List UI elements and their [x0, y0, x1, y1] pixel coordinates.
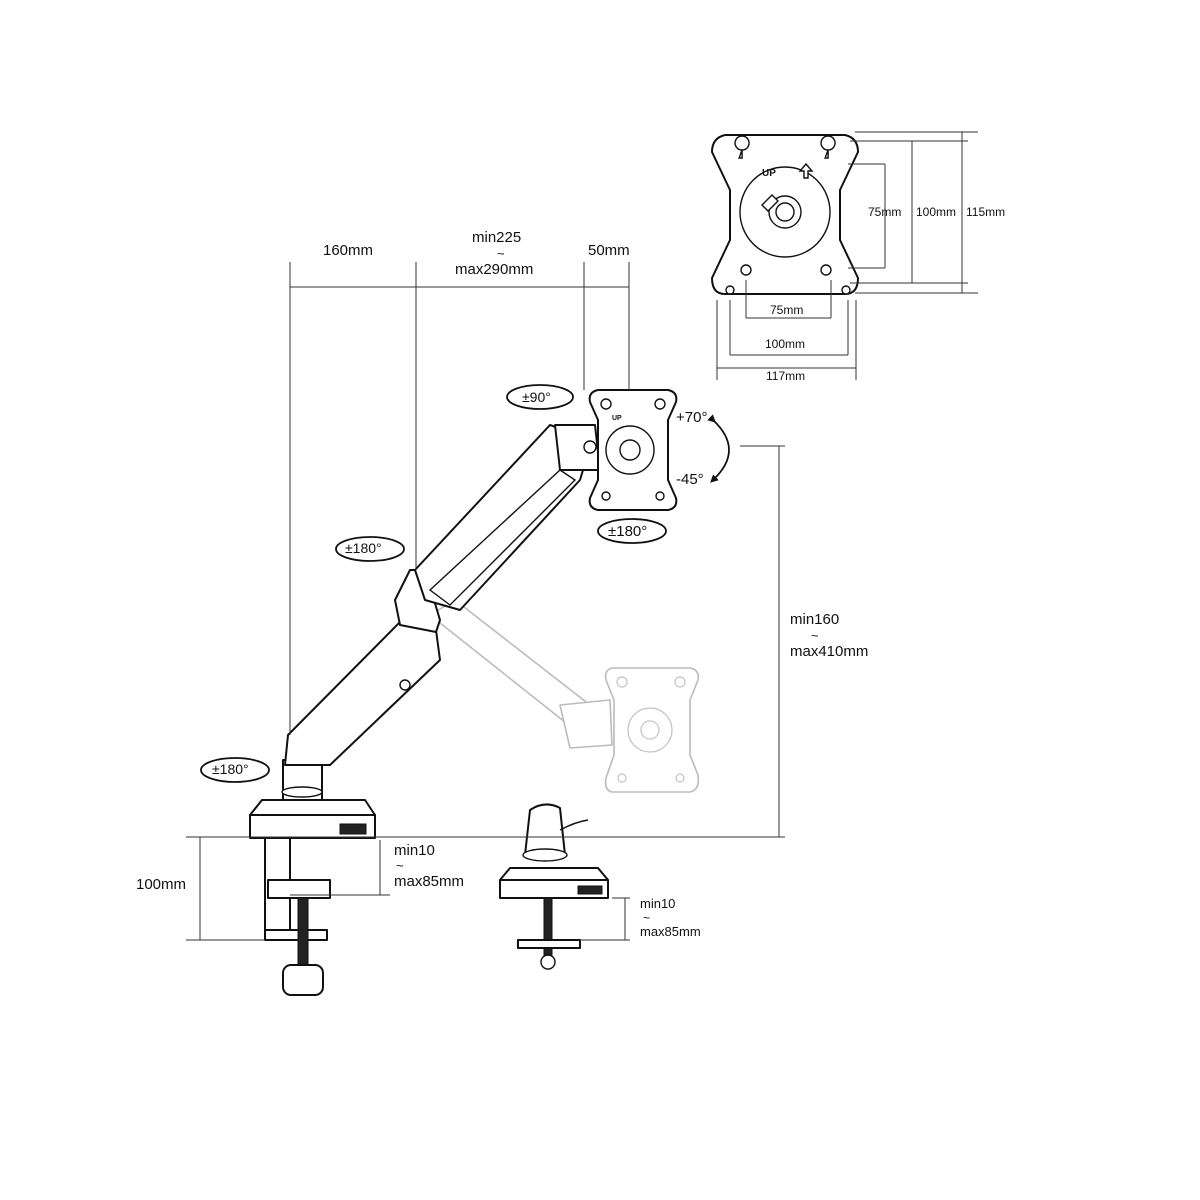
vesa-keyhole-icons	[725, 135, 851, 295]
grommet-mount	[499, 803, 609, 970]
swivel-base-label: ±180°	[212, 761, 249, 777]
monitor-arm	[249, 424, 601, 996]
grommet-min-label: min10	[640, 896, 675, 911]
clamp-min-label: min10	[394, 842, 435, 859]
tilt-arrow-icon	[707, 414, 730, 483]
swivel-elbow-arrow-icon	[335, 536, 405, 562]
rotate-arrow-icon	[506, 384, 574, 410]
height-max-label: max410mm	[790, 643, 868, 660]
clamp-height-label: 100mm	[136, 876, 186, 893]
arm-offset-label: 160mm	[323, 242, 373, 259]
up-arrow-icon	[798, 162, 814, 179]
plate-up-label: UP	[612, 415, 622, 422]
arm-lowered-ghost	[429, 599, 700, 793]
dimension-lines	[186, 262, 785, 941]
head-offset-label: 50mm	[588, 242, 630, 259]
swivel-head-arrow-icon	[597, 518, 667, 544]
monitor-plate: UP	[588, 389, 678, 511]
vesa-height-100: 100mm	[916, 205, 956, 219]
swivel-head-label: ±180°	[608, 523, 647, 540]
height-tilde: ~	[811, 628, 819, 643]
vesa-plate-detail: UP 75mm 100mm 117mm 75mm 100mm 115mm	[711, 131, 1005, 383]
labels: 160mm min225 ~ max290mm 50mm min160 ~ ma…	[136, 229, 868, 939]
swivel-base-arrow-icon	[200, 757, 270, 783]
grommet-tilde: ~	[643, 911, 650, 925]
tilt-up-label: +70°	[676, 409, 707, 426]
vesa-height-75: 75mm	[868, 205, 901, 219]
vesa-height-115: 115mm	[966, 205, 1005, 219]
vesa-width-75: 75mm	[770, 303, 803, 317]
grommet-max-label: max85mm	[640, 924, 701, 939]
swivel-elbow-label: ±180°	[345, 540, 382, 556]
rotate-head-label: ±90°	[522, 389, 551, 405]
height-min-label: min160	[790, 611, 839, 628]
clamp-max-label: max85mm	[394, 873, 464, 890]
rotation-arrows	[200, 384, 730, 783]
clamp-tilde: ~	[396, 858, 404, 873]
reach-max-label: max290mm	[455, 261, 533, 278]
vesa-up-label: UP	[762, 168, 776, 179]
tilt-down-label: -45°	[676, 471, 704, 488]
vesa-width-100: 100mm	[765, 337, 805, 351]
reach-tilde: ~	[497, 246, 505, 261]
reach-min-label: min225	[472, 229, 521, 246]
vesa-width-117: 117mm	[766, 369, 805, 383]
